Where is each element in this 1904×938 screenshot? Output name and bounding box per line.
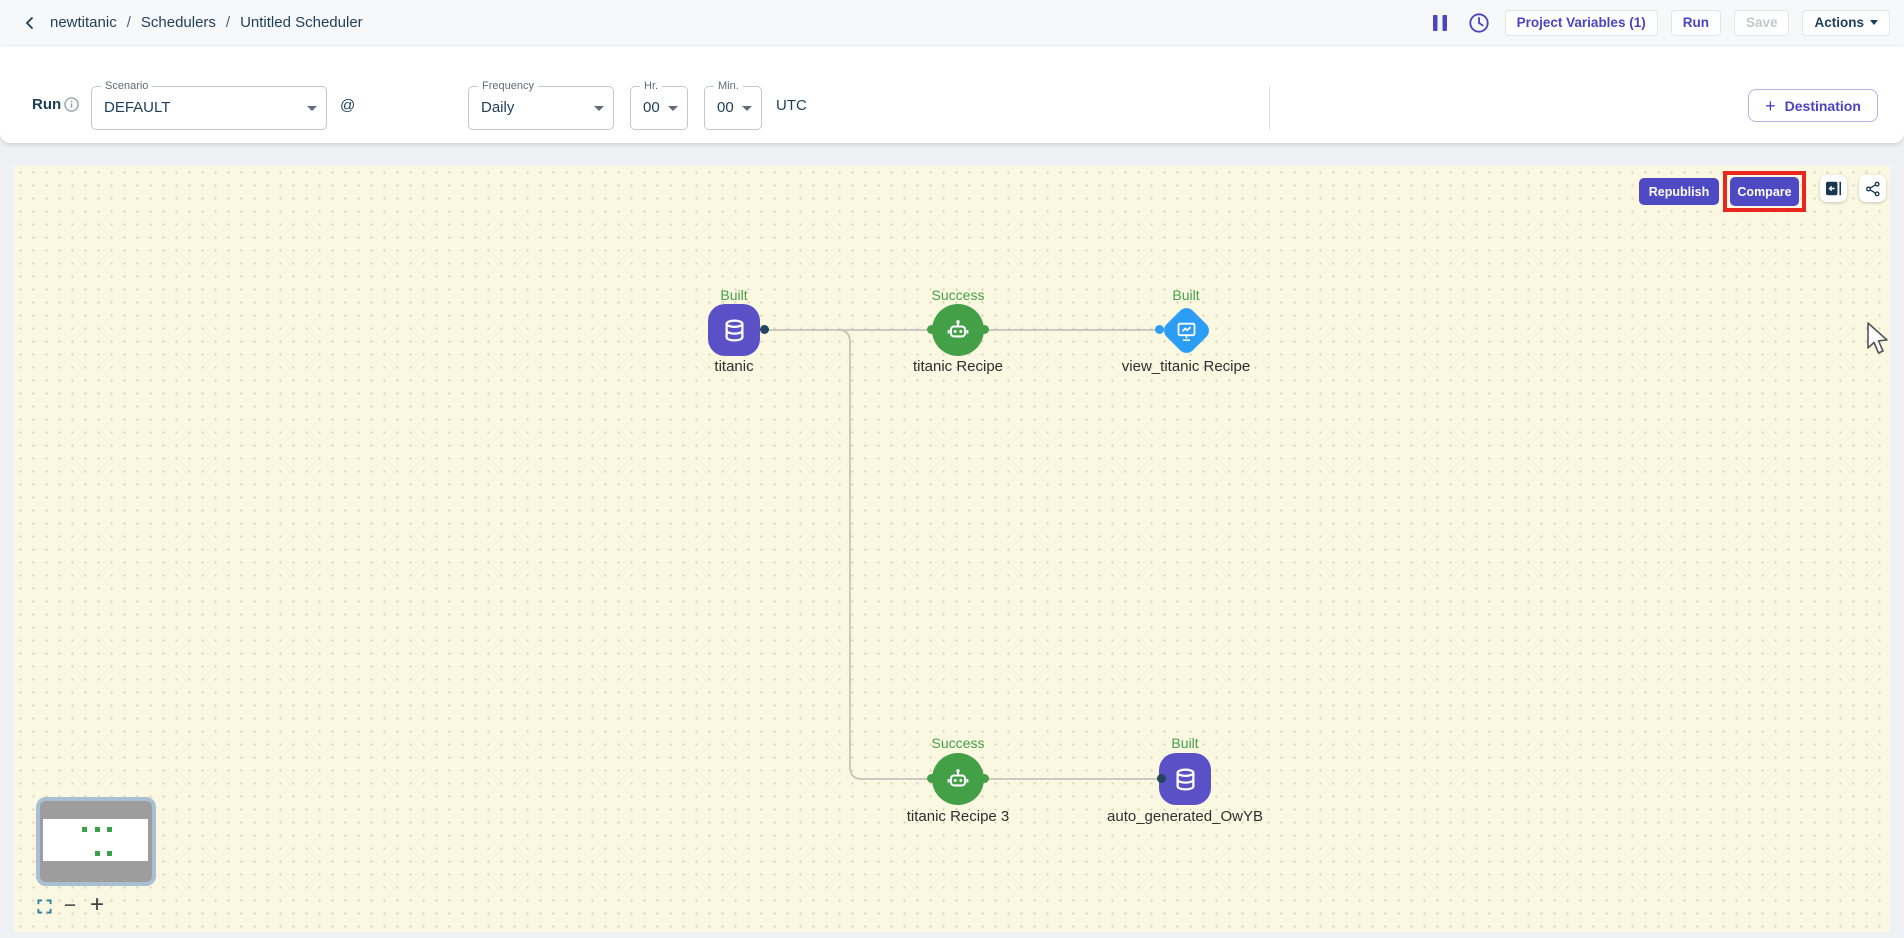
port-dataset-in[interactable] — [1157, 774, 1166, 783]
add-destination-label: Destination — [1784, 97, 1861, 114]
minimap-node-dot — [95, 851, 100, 856]
breadcrumb-schedulers[interactable]: Schedulers — [140, 14, 216, 31]
node-label: titanic Recipe — [912, 358, 1004, 375]
toolbar-divider — [1269, 86, 1270, 130]
frequency-select-label: Frequency — [478, 80, 538, 92]
chevron-down-icon — [668, 106, 678, 111]
node-status: Built — [720, 287, 748, 303]
minimap-node-dot — [107, 827, 112, 832]
pipeline-canvas[interactable]: Republish Compare Built titanic — [14, 166, 1890, 932]
minimap-viewport[interactable] — [43, 819, 148, 861]
node-titanic-recipe-3[interactable] — [932, 753, 984, 805]
compare-button[interactable]: Compare — [1730, 177, 1799, 206]
zoom-out-button[interactable]: − — [63, 894, 77, 917]
share-graph-icon — [1865, 181, 1880, 196]
breadcrumb-project[interactable]: newtitanic — [50, 14, 117, 31]
database-icon — [1176, 767, 1194, 791]
panel-arrow-left-icon — [1825, 181, 1842, 196]
minute-select[interactable]: Min. 00 — [704, 80, 762, 130]
mouse-cursor — [1866, 322, 1892, 361]
hour-select[interactable]: Hr. 00 — [630, 80, 688, 130]
port-recipe-out[interactable] — [980, 325, 989, 334]
minimap[interactable] — [36, 797, 156, 886]
save-button[interactable]: Save — [1733, 9, 1790, 36]
scheduler-settings-bar: Run Scenario DEFAULT @ Frequency Daily H… — [0, 46, 1904, 143]
pause-icon — [1432, 14, 1447, 31]
clock-icon — [1469, 12, 1489, 33]
zoom-in-button[interactable]: + — [89, 891, 104, 918]
run-section-label: Run — [32, 96, 62, 113]
info-icon[interactable] — [64, 97, 79, 117]
at-symbol: @ — [340, 97, 356, 114]
minimap-node-dot — [107, 851, 112, 856]
minimap-node-dot — [82, 827, 87, 832]
top-bar: newtitanic / Schedulers / Untitled Sched… — [0, 0, 1904, 46]
fit-view-button[interactable] — [36, 898, 52, 914]
port-titanic-out[interactable] — [760, 325, 769, 334]
node-status: Success — [931, 287, 985, 303]
project-variables-button[interactable]: Project Variables (1) — [1504, 9, 1658, 36]
hour-select-label: Hr. — [640, 80, 663, 92]
scenario-select-label: Scenario — [101, 80, 153, 92]
node-label: auto_generated_OwYB — [1107, 808, 1263, 825]
scenario-select-value: DEFAULT — [104, 99, 171, 116]
database-icon — [725, 318, 743, 342]
node-label: view_titanic Recipe — [1121, 358, 1251, 375]
collapse-panel-button[interactable] — [1820, 175, 1847, 202]
actions-button[interactable]: Actions — [1802, 9, 1890, 36]
breadcrumb: newtitanic / Schedulers / Untitled Sched… — [50, 14, 363, 31]
add-destination-button[interactable]: + Destination — [1748, 89, 1878, 122]
node-status: Built — [1172, 287, 1200, 303]
share-button[interactable] — [1859, 175, 1886, 202]
compare-annotation-highlight — [1723, 171, 1806, 212]
node-label: titanic — [714, 358, 754, 375]
frequency-select[interactable]: Frequency Daily — [468, 80, 614, 130]
hour-select-value: 00 — [643, 99, 660, 116]
schedule-history-button[interactable] — [1466, 10, 1492, 36]
breadcrumb-separator: / — [126, 14, 131, 31]
fit-view-icon — [36, 898, 52, 914]
chevron-left-icon — [25, 16, 34, 29]
breadcrumb-separator: / — [225, 14, 231, 31]
chevron-down-icon — [742, 106, 752, 111]
breadcrumb-current-scheduler[interactable]: Untitled Scheduler — [240, 14, 363, 31]
chevron-down-icon — [594, 106, 604, 111]
chart-board-icon — [1177, 322, 1196, 341]
node-view-titanic-recipe[interactable] — [1160, 304, 1213, 357]
port-recipe3-in[interactable] — [927, 774, 936, 783]
node-titanic[interactable] — [708, 304, 760, 356]
port-view-in[interactable] — [1155, 325, 1164, 334]
port-recipe-in[interactable] — [927, 325, 936, 334]
scenario-select[interactable]: Scenario DEFAULT — [91, 80, 327, 130]
top-bar-actions: Project Variables (1) Run Save Actions — [1427, 9, 1890, 36]
chevron-down-icon — [307, 106, 317, 111]
port-recipe3-out[interactable] — [980, 774, 989, 783]
edge-titanic-to-recipe3 — [837, 329, 931, 780]
plus-icon: + — [1765, 95, 1776, 116]
actions-button-label: Actions — [1814, 15, 1864, 30]
robot-icon — [947, 769, 969, 787]
republish-button[interactable]: Republish — [1639, 178, 1719, 205]
pause-button[interactable] — [1427, 10, 1453, 36]
node-status: Success — [931, 735, 985, 751]
minimap-node-dot — [95, 827, 100, 832]
frequency-select-value: Daily — [481, 99, 515, 116]
node-titanic-recipe[interactable] — [932, 304, 984, 356]
back-button[interactable] — [18, 11, 42, 35]
robot-icon — [947, 320, 969, 338]
chevron-down-icon — [1870, 20, 1878, 25]
node-status: Built — [1171, 735, 1199, 751]
minute-select-value: 00 — [717, 99, 734, 116]
minute-select-label: Min. — [714, 80, 743, 92]
timezone-label: UTC — [776, 97, 807, 114]
node-label: titanic Recipe 3 — [906, 808, 1010, 825]
run-button[interactable]: Run — [1670, 9, 1721, 36]
node-auto-generated-owyb[interactable] — [1159, 753, 1211, 805]
